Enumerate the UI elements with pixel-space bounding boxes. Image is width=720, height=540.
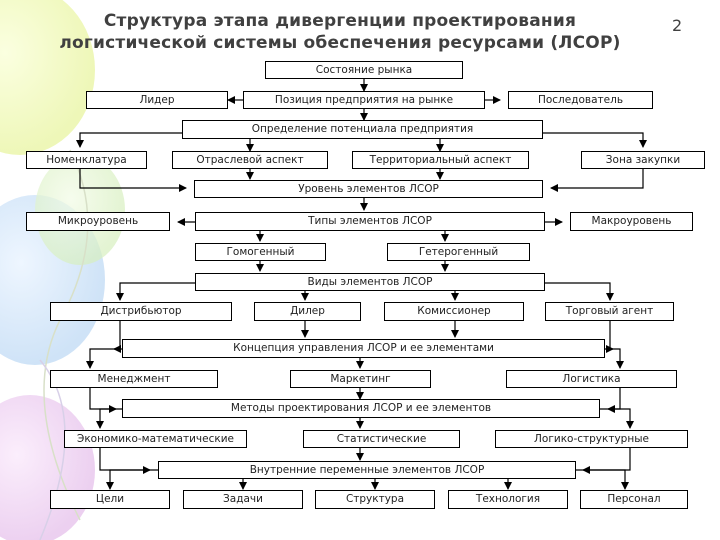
node-internal-variables: Внутренние переменные элементов ЛСОР xyxy=(158,461,576,479)
arrow xyxy=(106,469,158,490)
node-leader: Лидер xyxy=(86,91,228,109)
node-micro-level: Микроуровень xyxy=(26,212,170,231)
node-potential: Определение потенциала предприятия xyxy=(182,120,543,139)
node-management: Менеджмент xyxy=(50,370,218,388)
arrow xyxy=(543,132,647,148)
arrow xyxy=(582,448,631,474)
arrow xyxy=(545,282,614,301)
node-goals: Цели xyxy=(50,490,170,509)
arrow xyxy=(606,321,614,353)
title-line-1: Структура этапа дивергенции проектирован… xyxy=(103,11,577,31)
node-tasks: Задачи xyxy=(183,490,303,509)
arrow xyxy=(116,282,195,301)
node-logistics: Логистика xyxy=(506,370,677,388)
node-enterprise-position: Позиция предприятия на рынке xyxy=(243,91,485,109)
page-number: 2 xyxy=(672,16,683,35)
node-statistical: Статистические xyxy=(303,430,460,448)
arrow xyxy=(575,469,629,490)
node-nomenclature: Номенклатура xyxy=(26,151,147,169)
node-dealer: Дилер xyxy=(254,302,361,321)
title-line-2: логистической системы обеспечения ресурс… xyxy=(59,33,621,53)
arrow xyxy=(598,408,634,429)
arrow xyxy=(603,348,624,369)
arrow xyxy=(86,348,124,369)
arrow xyxy=(113,321,121,353)
node-macro-level: Макроуровень xyxy=(570,212,693,231)
node-territorial-aspect: Территориальный аспект xyxy=(352,151,529,169)
arrow xyxy=(89,388,117,413)
page-title: Структура этапа дивергенции проектирован… xyxy=(40,10,640,54)
node-marketing: Маркетинг xyxy=(290,370,431,388)
node-trade-agent: Торговый агент xyxy=(545,302,674,321)
arrow xyxy=(96,408,124,429)
node-elements-level: Уровень элементов ЛСОР xyxy=(194,180,543,198)
node-homogeneous: Гомогенный xyxy=(195,243,326,261)
node-distributor: Дистрибьютор xyxy=(50,302,232,321)
node-logic-structural: Логико-структурные xyxy=(495,430,688,448)
node-structure: Структура xyxy=(315,490,435,509)
arrow xyxy=(99,448,151,474)
node-personnel: Персонал xyxy=(580,490,688,509)
node-management-concept: Концепция управления ЛСОР и ее элементам… xyxy=(122,339,605,358)
node-design-methods: Методы проектирования ЛСОР и ее элементо… xyxy=(122,399,600,418)
arrow xyxy=(607,388,621,413)
node-econ-math: Экономико-математические xyxy=(64,430,247,448)
node-element-kinds: Виды элементов ЛСОР xyxy=(195,273,545,291)
node-commissioner: Комиссионер xyxy=(384,302,524,321)
arrow xyxy=(79,169,187,192)
node-element-types: Типы элементов ЛСОР xyxy=(195,212,545,231)
node-follower: Последователь xyxy=(508,91,653,109)
node-purchase-zone: Зона закупки xyxy=(581,151,705,169)
node-heterogeneous: Гетерогенный xyxy=(387,243,530,261)
arrow xyxy=(550,169,644,192)
node-market-state: Состояние рынка xyxy=(265,61,463,79)
node-industry-aspect: Отраслевой аспект xyxy=(172,151,328,169)
arrow xyxy=(76,132,182,148)
node-technology: Технология xyxy=(448,490,568,509)
